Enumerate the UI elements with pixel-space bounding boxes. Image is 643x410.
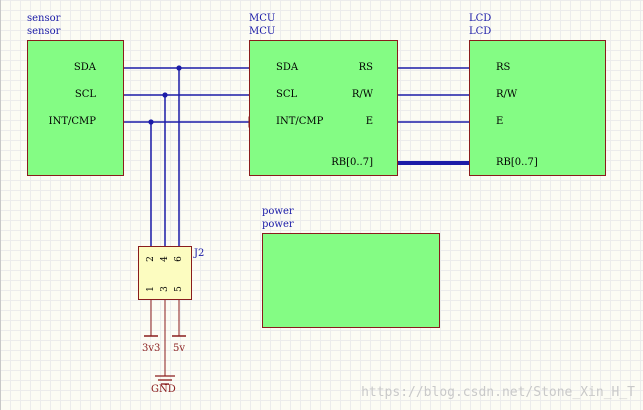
lcd-title: LCD — [469, 13, 492, 24]
canvas-left-edge — [0, 0, 1, 410]
lcd-port-rs-label: RS — [496, 62, 511, 73]
lcd-port-e-label: E — [496, 116, 504, 127]
sensor-port-sda-label: SDA — [73, 62, 96, 73]
lcd-port-rw-label: R/W — [496, 89, 518, 100]
lcd-port-rb-label: RB[0..7] — [496, 157, 538, 168]
junction-dot — [176, 65, 182, 71]
j2-pin-2: 2 — [146, 256, 156, 262]
mcu-port-e-label: E — [365, 116, 373, 127]
sensor-subtitle: sensor — [27, 26, 61, 37]
power-title: power — [262, 206, 294, 217]
mcu-sheet-symbol[interactable] — [249, 40, 398, 176]
watermark-text: https://blog.csdn.net/Stone_Xin_H_T — [361, 385, 635, 400]
sensor-port-scl-label: SCL — [74, 89, 96, 100]
mcu-port-scl-label: SCL — [276, 89, 298, 100]
junction-dot — [148, 119, 154, 125]
ground-symbol — [155, 375, 175, 385]
j2-pin-4: 4 — [160, 256, 170, 262]
j2-pin-3: 3 — [160, 286, 170, 292]
junction-dot — [162, 92, 168, 98]
sensor-port-int-label: INT/CMP — [48, 116, 96, 127]
j2-pin-6: 6 — [174, 256, 184, 262]
connector-j2-designator: J2 — [194, 248, 205, 259]
connector-j2[interactable] — [138, 246, 192, 300]
power-sheet-symbol[interactable] — [262, 233, 440, 328]
lcd-subtitle: LCD — [469, 26, 492, 37]
mcu-port-rs-label: RS — [358, 62, 373, 73]
j2-pin-1: 1 — [146, 286, 156, 292]
lcd-sheet-symbol[interactable] — [469, 40, 606, 176]
sensor-title: sensor — [27, 13, 61, 24]
power-label-5v: 5v — [173, 343, 186, 354]
mcu-port-sda-label: SDA — [276, 62, 299, 73]
mcu-port-rw-label: R/W — [351, 89, 373, 100]
mcu-port-int-label: INT/CMP — [276, 116, 324, 127]
power-label-3v3: 3v3 — [142, 343, 161, 354]
j2-pin-5: 5 — [174, 286, 184, 292]
power-label-gnd: GND — [151, 384, 176, 395]
mcu-subtitle: MCU — [249, 26, 276, 37]
sensor-sheet-symbol[interactable] — [27, 40, 124, 176]
mcu-port-rb-label: RB[0..7] — [331, 157, 373, 168]
mcu-title: MCU — [249, 13, 276, 24]
power-subtitle: power — [262, 219, 294, 230]
